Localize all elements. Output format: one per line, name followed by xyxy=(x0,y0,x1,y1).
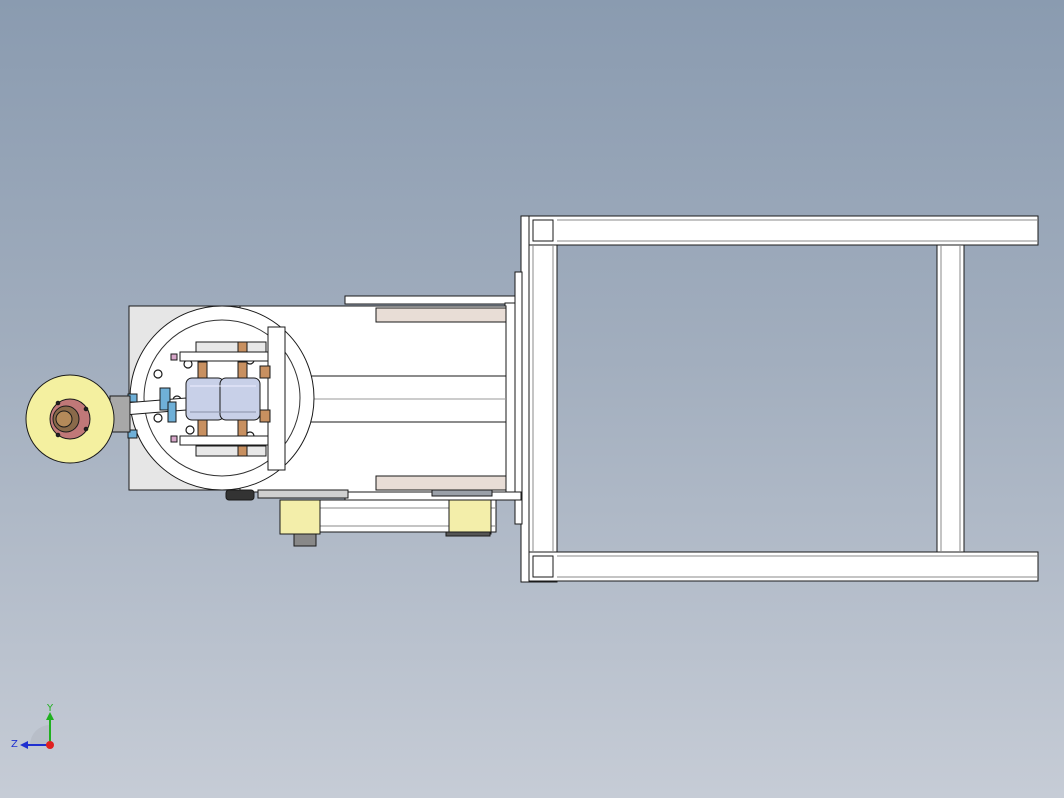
grinding-disc xyxy=(25,374,115,464)
clamp-assembly xyxy=(170,326,286,471)
cylinder-right xyxy=(219,377,261,421)
frame-bottom-rail xyxy=(528,551,1039,582)
coordinate-triad: Y Z xyxy=(11,703,54,750)
pulley-left xyxy=(279,499,321,535)
tan-strip-bottom xyxy=(375,475,507,491)
tool-shaft xyxy=(109,387,187,439)
x-axis-icon xyxy=(46,741,54,749)
axis-label-z: Z xyxy=(11,739,18,750)
axis-label-y: Y xyxy=(46,703,54,714)
belt-drive xyxy=(225,489,497,547)
tan-strip-top xyxy=(375,307,507,323)
cylinder-left xyxy=(185,377,225,421)
frame-left-rail xyxy=(528,215,558,583)
frame-top-rail xyxy=(528,215,1039,246)
tube-frame[interactable] xyxy=(520,215,1039,583)
pulley-right xyxy=(448,499,492,535)
clamp-plate xyxy=(267,326,286,471)
